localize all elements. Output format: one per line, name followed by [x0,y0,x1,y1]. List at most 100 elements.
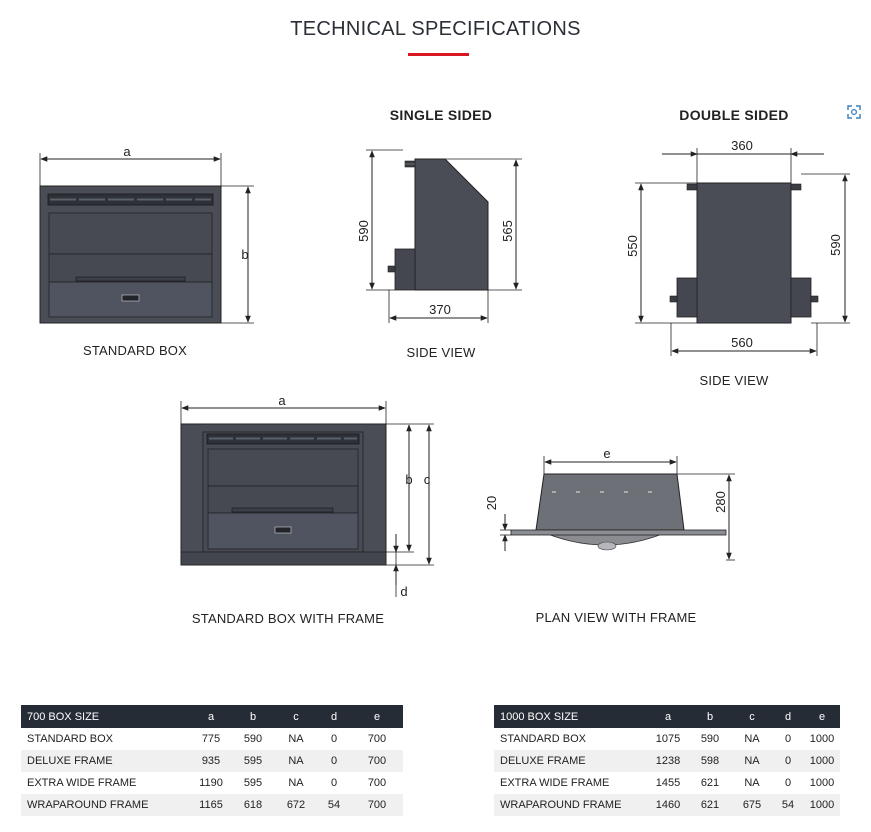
table-cell: 672 [275,794,317,816]
table-cell: 590 [243,733,263,745]
table-header-cell: e [351,705,403,728]
table-cell: 0 [317,750,351,772]
table-row: STANDARD BOX 1075 590 NA 0 1000 [494,728,840,750]
table-cell: NA [732,750,772,772]
table-cell: NA [275,750,317,772]
table-cell: 598 [688,750,732,772]
table-cell: 621 [688,794,732,816]
standard-box-with-frame-drawing [180,401,434,597]
frame-dim-a: a [278,393,286,408]
table-row: DELUXE FRAME 1238 598 NA 0 1000 [494,750,840,772]
expand-icon[interactable] [845,103,863,121]
table-cell: 0 [330,777,338,789]
table-cell: 0 [784,733,792,745]
standard-box-with-frame-caption: STANDARD BOX WITH FRAME [191,611,385,626]
single-dim-depth: 370 [429,302,451,317]
table-cell: 1000 [804,794,840,816]
table-header-row: 700 BOX SIZE a b c d e [21,705,403,728]
table-cell: NA [744,777,760,789]
spec-table-1000: 1000 BOX SIZE a b c d e STANDARD BOX 107… [494,705,840,816]
table-cell: STANDARD BOX [500,733,586,745]
table-row: WRAPAROUND FRAME 1165 618 672 54 700 [21,794,403,816]
table-header-cell: 1000 BOX SIZE [494,705,648,728]
table-cell: EXTRA WIDE FRAME [27,777,137,789]
table-header-cell: b [688,705,732,728]
plan-view-with-frame-caption: PLAN VIEW WITH FRAME [535,610,697,625]
double-dim-width: 360 [731,138,753,153]
table-cell: NA [744,733,760,745]
table-cell: 675 [732,794,772,816]
table-cell: 595 [243,777,263,789]
table-cell: 1455 [655,777,681,789]
std-box-dim-a: a [123,144,131,159]
double-dim-bottom-width: 560 [731,335,753,350]
table-row: EXTRA WIDE FRAME 1190 595 NA 0 700 [21,772,403,794]
table-cell: 700 [351,750,403,772]
double-sided-drawing [635,148,850,356]
table-header-cell: d [317,705,351,728]
table-row: STANDARD BOX 775 590 NA 0 700 [21,728,403,750]
plan-dim-e: e [603,446,610,461]
single-sided-drawing [366,149,522,323]
std-box-dim-b: b [241,247,248,262]
table-header-cell: d [772,705,804,728]
table-cell: 618 [231,794,275,816]
table-cell: 700 [351,794,403,816]
standard-box-drawing [39,153,254,324]
table-cell: WRAPAROUND FRAME [21,794,191,816]
table-cell: 1190 [199,777,223,789]
table-header-cell: c [275,705,317,728]
table-header-cell: b [231,705,275,728]
table-cell: NA [288,777,304,789]
table-cell: 54 [772,794,804,816]
table-cell: 775 [201,733,221,745]
table-cell: 0 [772,750,804,772]
plan-view-drawing [500,456,735,561]
table-row: DELUXE FRAME 935 595 NA 0 700 [21,750,403,772]
table-cell: 1000 [809,733,835,745]
table-cell: STANDARD BOX [27,733,113,745]
table-cell: 1460 [648,794,688,816]
double-sided-heading: DOUBLE SIDED [679,107,789,123]
table-header-row: 1000 BOX SIZE a b c d e [494,705,840,728]
plan-dim-depth: 280 [713,491,728,513]
table-header-cell: 700 BOX SIZE [21,705,191,728]
page-title: TECHNICAL SPECIFICATIONS [290,18,581,40]
table-cell: 54 [317,794,351,816]
table-cell: 621 [700,777,720,789]
table-cell: 1000 [804,750,840,772]
table-cell: 700 [367,733,387,745]
table-cell: 0 [330,733,338,745]
table-cell: EXTRA WIDE FRAME [500,777,610,789]
table-cell: 0 [784,777,792,789]
plan-dim-lip: 20 [484,496,499,510]
double-side-view-caption: SIDE VIEW [699,373,769,388]
table-cell: WRAPAROUND FRAME [494,794,648,816]
single-sided-heading: SINGLE SIDED [389,107,493,123]
frame-dim-b: b [405,472,412,487]
table-cell: 595 [231,750,275,772]
table-cell: 590 [700,733,720,745]
spec-table-700: 700 BOX SIZE a b c d e STANDARD BOX 775 … [21,705,403,816]
table-cell: NA [288,733,304,745]
table-header-cell: a [191,705,231,728]
table-cell: DELUXE FRAME [21,750,191,772]
single-dim-height: 590 [356,220,371,242]
double-dim-left-height: 550 [625,235,640,257]
table-header-cell: c [732,705,772,728]
standard-box-caption: STANDARD BOX [82,343,187,358]
table-header-cell: a [648,705,688,728]
single-dim-inner-height: 565 [500,220,515,242]
table-row: EXTRA WIDE FRAME 1455 621 NA 0 1000 [494,772,840,794]
frame-dim-d: d [400,584,407,599]
single-side-view-caption: SIDE VIEW [406,345,476,360]
table-cell: 1165 [191,794,231,816]
table-cell: 1075 [655,733,681,745]
table-cell: 1000 [809,777,835,789]
table-cell: 935 [191,750,231,772]
table-cell: 700 [367,777,387,789]
table-header-cell: e [804,705,840,728]
table-cell: DELUXE FRAME [494,750,648,772]
frame-dim-c: c [424,472,431,487]
